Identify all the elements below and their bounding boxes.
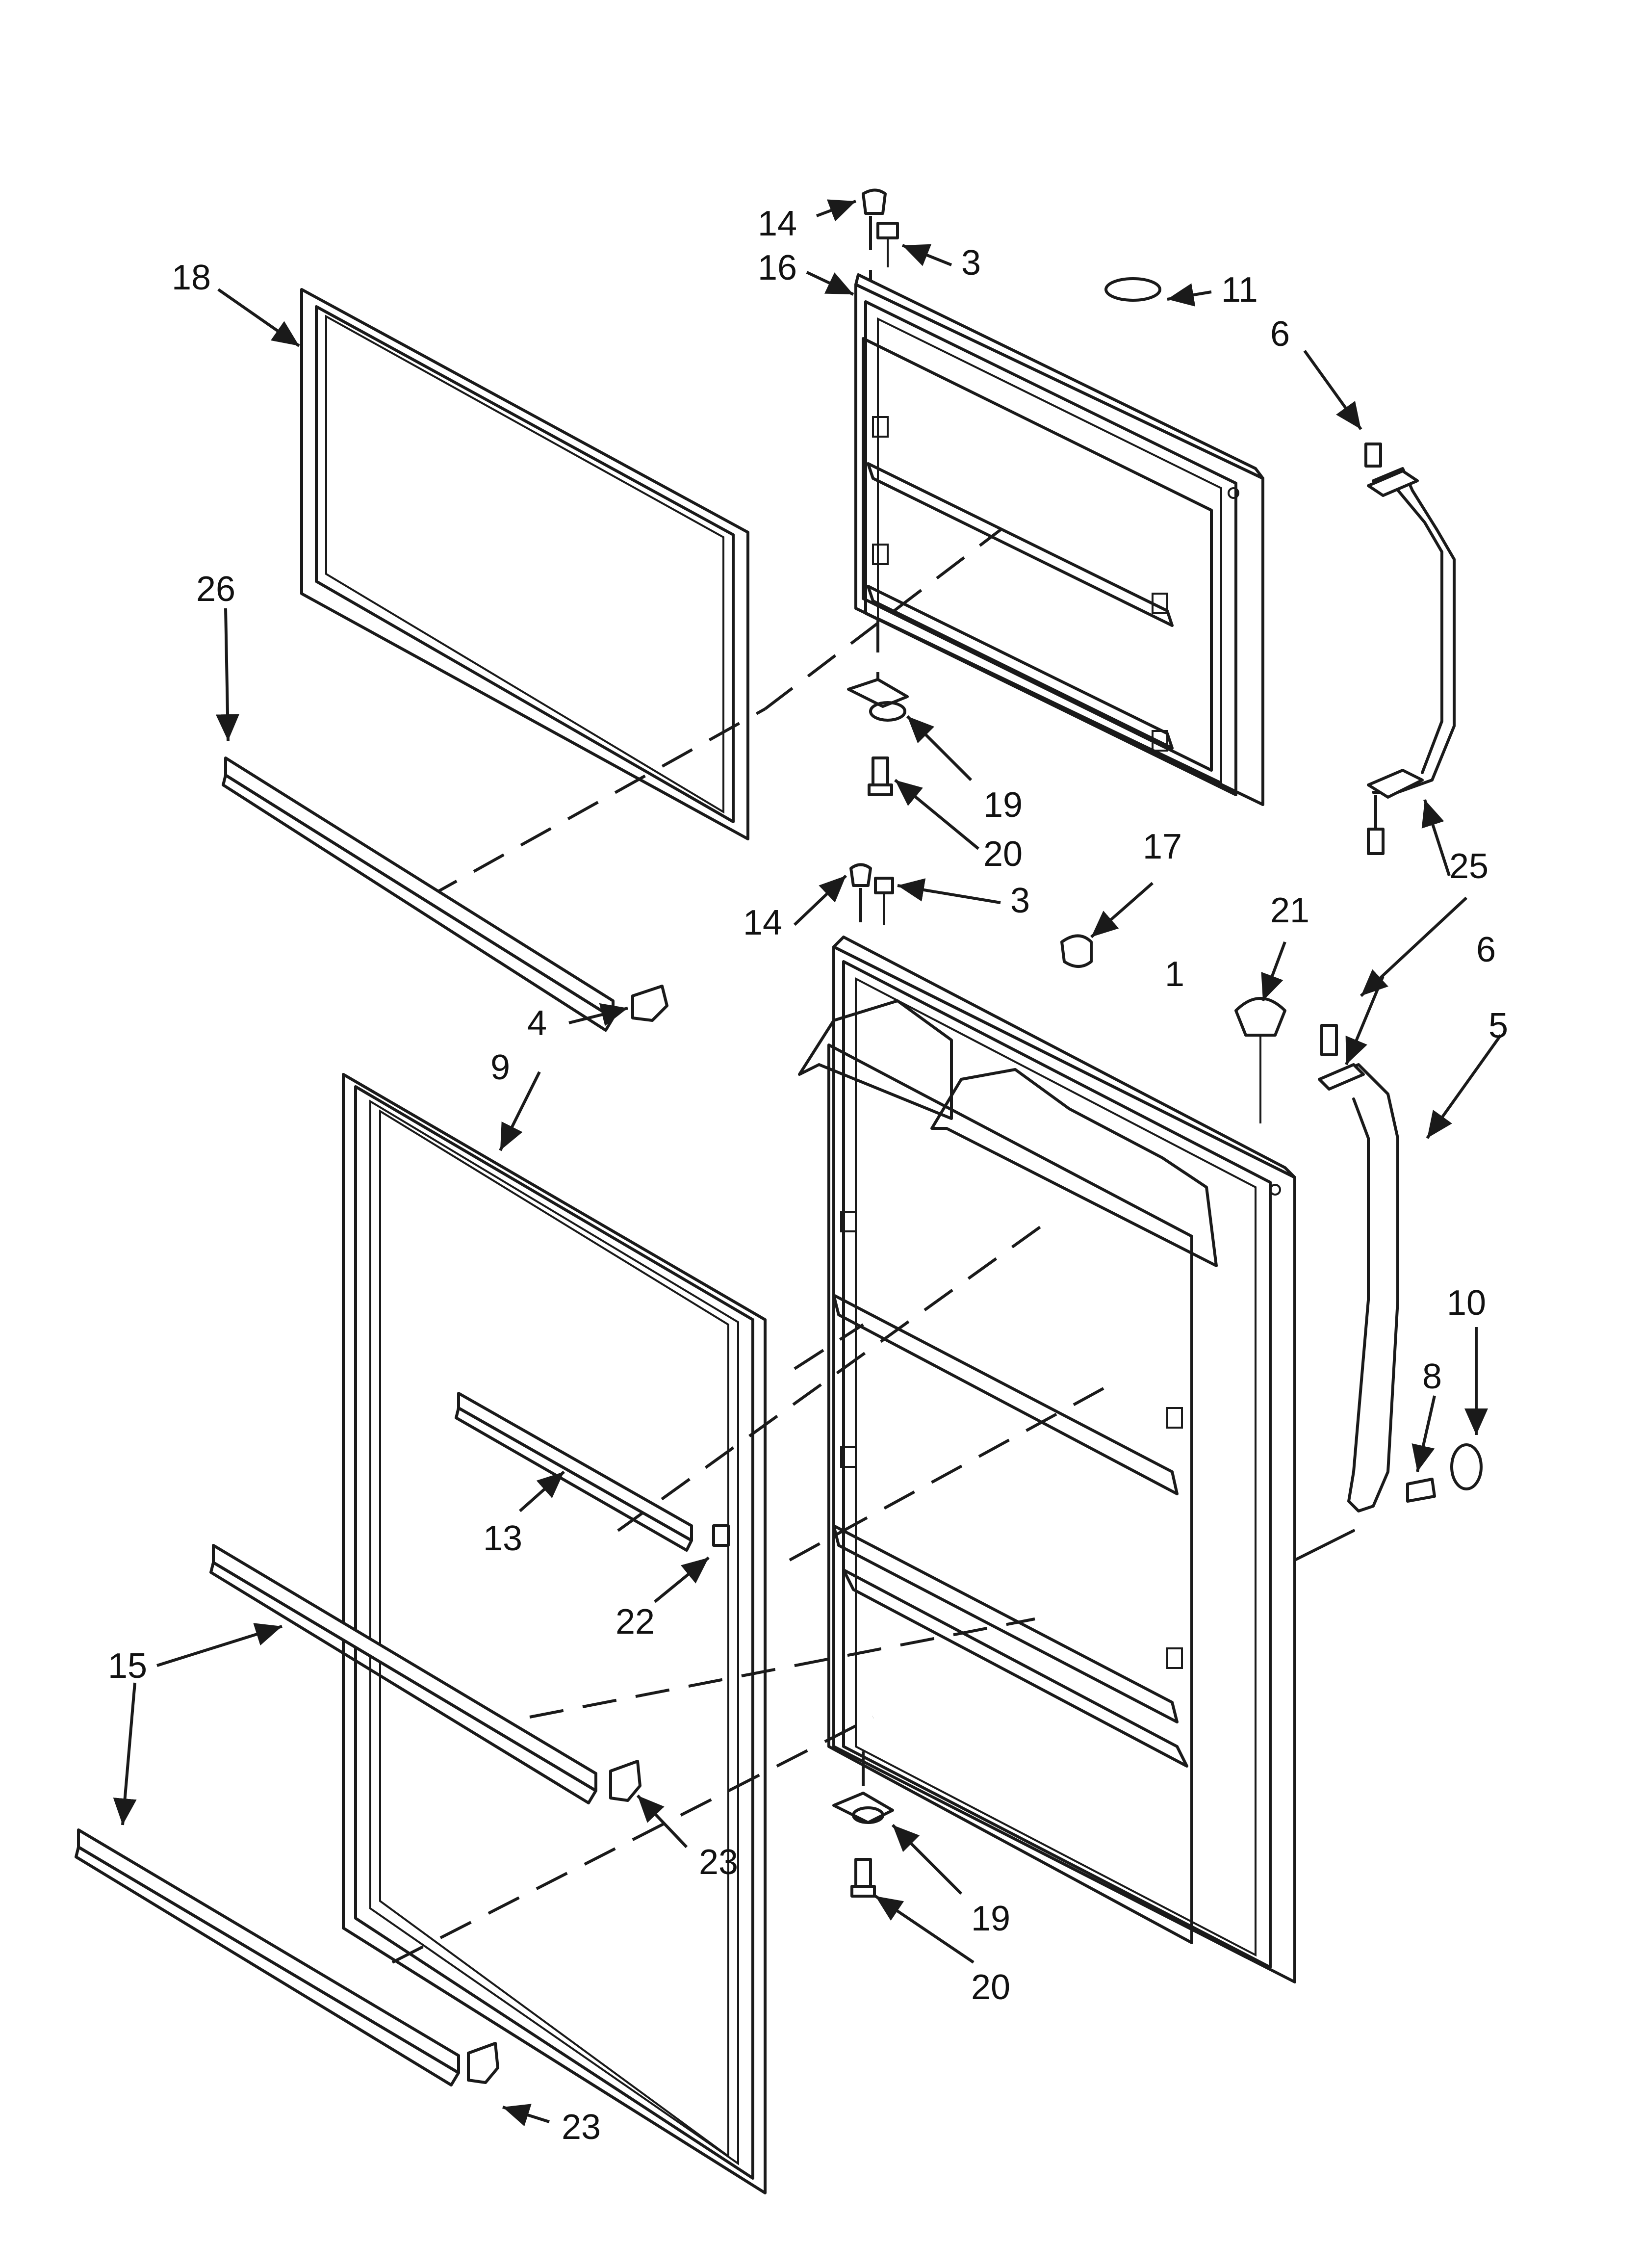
rail-clip xyxy=(631,985,668,1022)
freezer-handle xyxy=(1364,443,1456,855)
callout-25: 25 xyxy=(1449,847,1488,886)
door-plug xyxy=(1234,997,1286,1037)
callout-3-top: 3 xyxy=(961,243,981,283)
callout-labels: 14 3 16 11 18 6 26 19 20 25 17 14 3 21 6… xyxy=(108,204,1508,2147)
fresh-food-door xyxy=(798,936,1355,1983)
callout-23-lower: 23 xyxy=(562,2108,601,2147)
door-stop xyxy=(1060,934,1093,968)
callout-17: 17 xyxy=(1143,827,1182,866)
freezer-top-hinge-hardware xyxy=(862,188,1161,302)
callout-18: 18 xyxy=(172,258,211,297)
callout-13: 13 xyxy=(483,1519,522,1558)
fresh-food-bottom-hinge xyxy=(832,1751,894,1898)
callout-15: 15 xyxy=(108,1646,147,1686)
rail-clip-23-upper xyxy=(609,1760,641,1802)
callout-9: 9 xyxy=(490,1048,510,1087)
door-rail-15-upper xyxy=(209,1544,597,1804)
rail-clip-23-lower xyxy=(467,2042,499,2084)
callout-6-top: 6 xyxy=(1270,314,1290,354)
callout-6-mid: 6 xyxy=(1476,930,1496,969)
callout-22: 22 xyxy=(616,1602,655,1642)
callout-1: 1 xyxy=(1165,955,1184,994)
freezer-light-lens xyxy=(1104,277,1161,302)
callout-23-upper: 23 xyxy=(699,1843,738,1882)
freezer-door xyxy=(854,273,1264,806)
rail-cap-22 xyxy=(712,1524,730,1547)
callout-20-top: 20 xyxy=(983,834,1023,874)
callout-4: 4 xyxy=(527,1004,547,1043)
callout-26: 26 xyxy=(196,570,235,609)
freezer-door-gasket xyxy=(300,288,749,840)
callout-8: 8 xyxy=(1422,1357,1442,1396)
leader-lines xyxy=(113,199,1502,2127)
door-rail-15-lower xyxy=(75,1828,460,2086)
callout-14-mid: 14 xyxy=(743,903,782,942)
freezer-bottom-hinge xyxy=(847,618,909,796)
door-rail-13 xyxy=(455,1392,693,1552)
callout-16: 16 xyxy=(758,248,797,287)
freezer-door-rail xyxy=(222,756,615,1032)
callout-5: 5 xyxy=(1488,1006,1508,1045)
callout-19-top: 19 xyxy=(983,785,1023,825)
callout-20-bottom: 20 xyxy=(971,1968,1010,2007)
callout-19-bottom: 19 xyxy=(971,1899,1010,1938)
callout-3-mid: 3 xyxy=(1010,881,1030,920)
callout-11: 11 xyxy=(1221,270,1258,310)
callout-10: 10 xyxy=(1447,1283,1486,1323)
callout-14-top: 14 xyxy=(758,204,797,243)
fresh-food-handle xyxy=(1318,1024,1483,1512)
callout-21: 21 xyxy=(1270,891,1309,930)
